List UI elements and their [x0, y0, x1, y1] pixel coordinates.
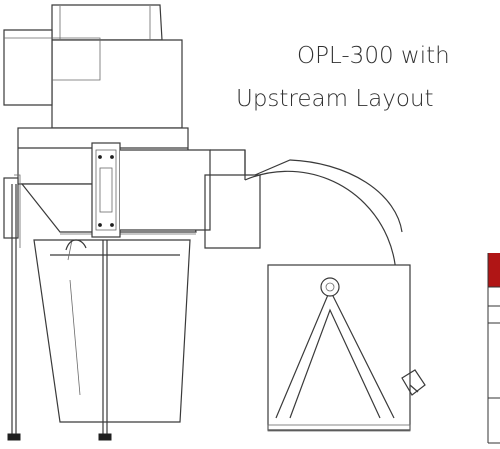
filter-stack [51, 4, 183, 129]
legs [7, 184, 112, 441]
collection-bin [33, 239, 191, 423]
title-line-2: Upstream Layout [236, 86, 434, 112]
access-door [91, 142, 121, 238]
title-line-1: OPL-300 with [297, 43, 450, 69]
spec-table-fragment [487, 253, 500, 444]
inlet-duct [3, 29, 101, 106]
fan-base [267, 264, 426, 432]
fan-inlet-duct [120, 149, 261, 249]
table-header-cell [488, 253, 500, 287]
